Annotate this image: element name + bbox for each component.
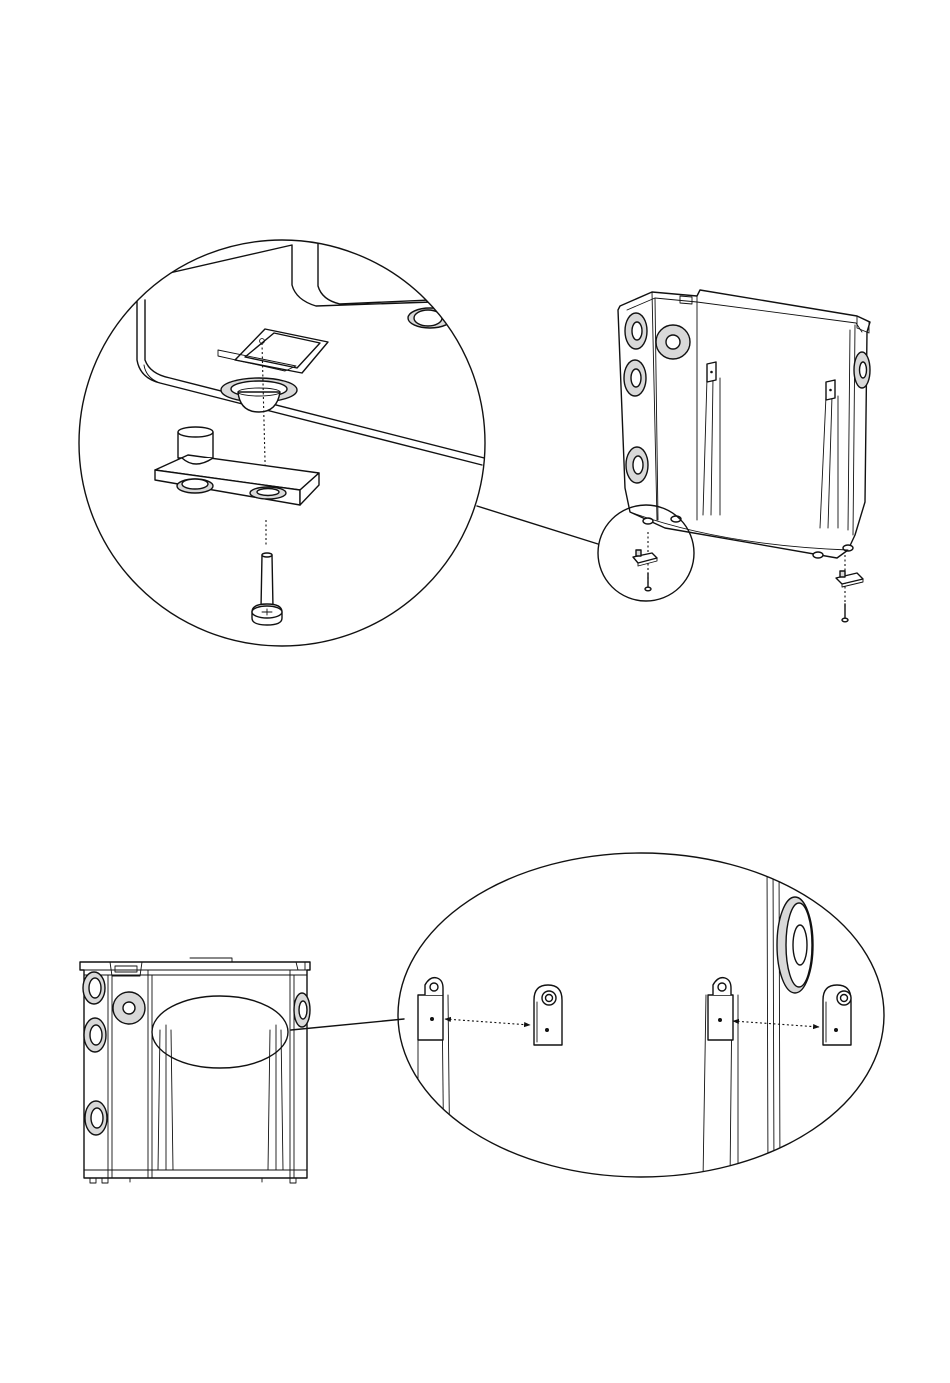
knockout-side-1 xyxy=(83,972,105,1004)
knockout-right-2 xyxy=(294,993,310,1027)
knockout-left-2 xyxy=(624,360,646,396)
knockout-side-2 xyxy=(84,1018,106,1052)
knockout-left-3 xyxy=(626,447,648,483)
knockout-front xyxy=(656,325,690,359)
detail-callout-large-2 xyxy=(398,853,884,1180)
rectangular-recess xyxy=(218,329,328,373)
knockout-right xyxy=(854,352,870,388)
knockout-front-2 xyxy=(113,992,145,1024)
mounting-foot xyxy=(155,427,319,505)
screw xyxy=(252,553,282,625)
mounting-bracket-left xyxy=(534,985,562,1045)
knockout-detail xyxy=(777,897,813,993)
detail-callout-small-2 xyxy=(152,996,288,1068)
rail-detail-right xyxy=(703,978,738,1180)
arrow-left xyxy=(445,1019,530,1025)
figure-bracket-mounting xyxy=(80,853,884,1183)
rail-detail-left xyxy=(418,978,450,1180)
enclosure-front-view xyxy=(80,958,310,1183)
figure-foot-mounting xyxy=(60,238,870,646)
rail-left xyxy=(703,362,720,515)
enclosure-bottom-view xyxy=(618,290,870,622)
knockout-left-1 xyxy=(625,313,647,349)
mounting-bracket-right xyxy=(823,985,851,1045)
arrow-right xyxy=(733,1021,819,1027)
detail-callout-large xyxy=(60,238,520,646)
mounting-foot-small-left xyxy=(633,532,657,591)
mounting-foot-small-right xyxy=(836,555,863,622)
callout-leader xyxy=(477,506,598,544)
rail-right xyxy=(820,380,838,528)
knockout-side-3 xyxy=(85,1101,107,1135)
